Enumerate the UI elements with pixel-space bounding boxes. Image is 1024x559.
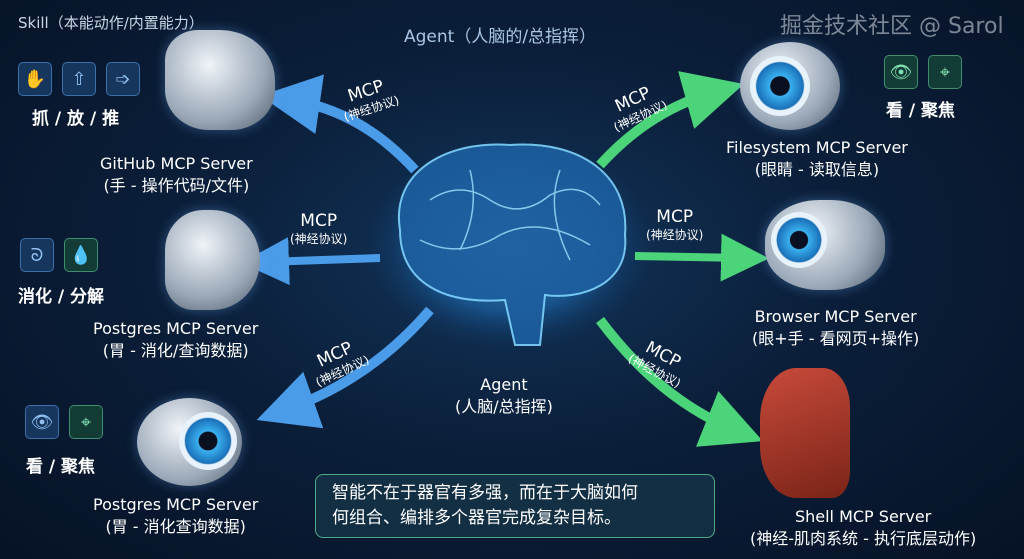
arrow-to-shell	[596, 316, 763, 447]
github-server-label: GitHub MCP Server (手 - 操作代码/文件)	[100, 153, 253, 197]
mcp-label: MCP(神经协议)	[646, 208, 703, 244]
upload-icon: ⇧	[62, 62, 96, 96]
server-name: Postgres MCP Server	[93, 495, 259, 514]
mcp-sub: (神经协议)	[290, 232, 348, 246]
robot-hand-image	[165, 30, 275, 130]
robot-stomach-image	[165, 210, 260, 310]
robot-eye-image	[740, 42, 840, 130]
agent-title: Agent（人脑的/总指挥）	[404, 27, 597, 47]
agent-name: Agent	[480, 375, 528, 394]
arrow-to-postgres	[241, 237, 381, 286]
server-desc: (手 - 操作代码/文件)	[103, 176, 250, 195]
eye-icons: 👁 ⌖	[25, 405, 103, 439]
push-icon: ➩	[106, 62, 140, 96]
arrow-to-filesystem	[596, 71, 744, 169]
skill-title: Skill（本能动作/内置能力）	[18, 14, 204, 32]
focus-icon: ⌖	[69, 405, 103, 439]
browser-server-label: Browser MCP Server (眼+手 - 看网页+操作)	[752, 306, 919, 350]
robot-eye-image	[137, 398, 242, 486]
robot-leg-image	[760, 368, 850, 498]
agent-center-label: Agent (人脑/总指挥)	[455, 374, 553, 418]
mcp-text: MCP	[656, 207, 694, 227]
server-name: GitHub MCP Server	[100, 154, 253, 173]
server-desc: (神经-肌肉系统 - 执行底层动作)	[750, 529, 977, 548]
focus-icon: ⌖	[928, 55, 962, 89]
watermark: 掘金技术社区 @ Sarol	[780, 14, 1004, 39]
note-line-2: 何组合、编排多个器官完成复杂目标。	[332, 508, 621, 528]
robot-eye-hand-image	[765, 200, 885, 290]
filesystem-icons: 👁 ⌖	[884, 55, 962, 89]
mcp-label: MCP(神经协议)	[290, 212, 347, 248]
eye-actions: 看 / 聚焦	[26, 457, 96, 477]
eye-icon: 👁	[25, 405, 59, 439]
drop-icon: 💧	[64, 238, 98, 272]
github-icons: ✋ ⇧ ➩	[18, 62, 140, 96]
server-name: Filesystem MCP Server	[726, 138, 908, 157]
server-desc: (眼+手 - 看网页+操作)	[752, 329, 920, 348]
arrow-to-github	[260, 74, 419, 174]
server-name: Shell MCP Server	[794, 507, 932, 526]
server-desc: (眼睛 - 读取信息)	[754, 160, 880, 179]
postgres-server-label: Postgres MCP Server (胃 - 消化/查询数据)	[93, 318, 258, 362]
arrow-to-browser	[634, 233, 769, 282]
mcp-text: MCP	[300, 211, 338, 231]
arrow-to-postgres-eye	[256, 306, 434, 429]
stomach-icon: ᘐ	[20, 238, 54, 272]
server-name: Browser MCP Server	[754, 307, 917, 326]
github-actions: 抓 / 放 / 推	[32, 109, 120, 129]
filesystem-server-label: Filesystem MCP Server (眼睛 - 读取信息)	[726, 137, 908, 181]
postgres-eye-server-label: Postgres MCP Server (胃 - 消化查询数据)	[93, 494, 258, 538]
postgres-icons: ᘐ 💧	[20, 238, 98, 272]
shell-server-label: Shell MCP Server (神经-肌肉系统 - 执行底层动作)	[750, 506, 976, 550]
postgres-actions: 消化 / 分解	[18, 287, 105, 307]
summary-note: 智能不在于器官有多强，而在于大脑如何何组合、编排多个器官完成复杂目标。	[315, 474, 715, 538]
server-desc: (胃 - 消化/查询数据)	[102, 341, 249, 360]
server-name: Postgres MCP Server	[93, 319, 259, 338]
filesystem-actions: 看 / 聚焦	[886, 101, 956, 121]
note-line-1: 智能不在于器官有多强，而在于大脑如何	[332, 483, 638, 503]
eye-icon: 👁	[884, 55, 918, 89]
server-desc: (胃 - 消化查询数据)	[105, 517, 246, 536]
brain-icon	[397, 143, 627, 346]
mcp-sub: (神经协议)	[646, 228, 704, 242]
hand-grab-icon: ✋	[18, 62, 52, 96]
agent-sub: (人脑/总指挥)	[455, 397, 553, 416]
